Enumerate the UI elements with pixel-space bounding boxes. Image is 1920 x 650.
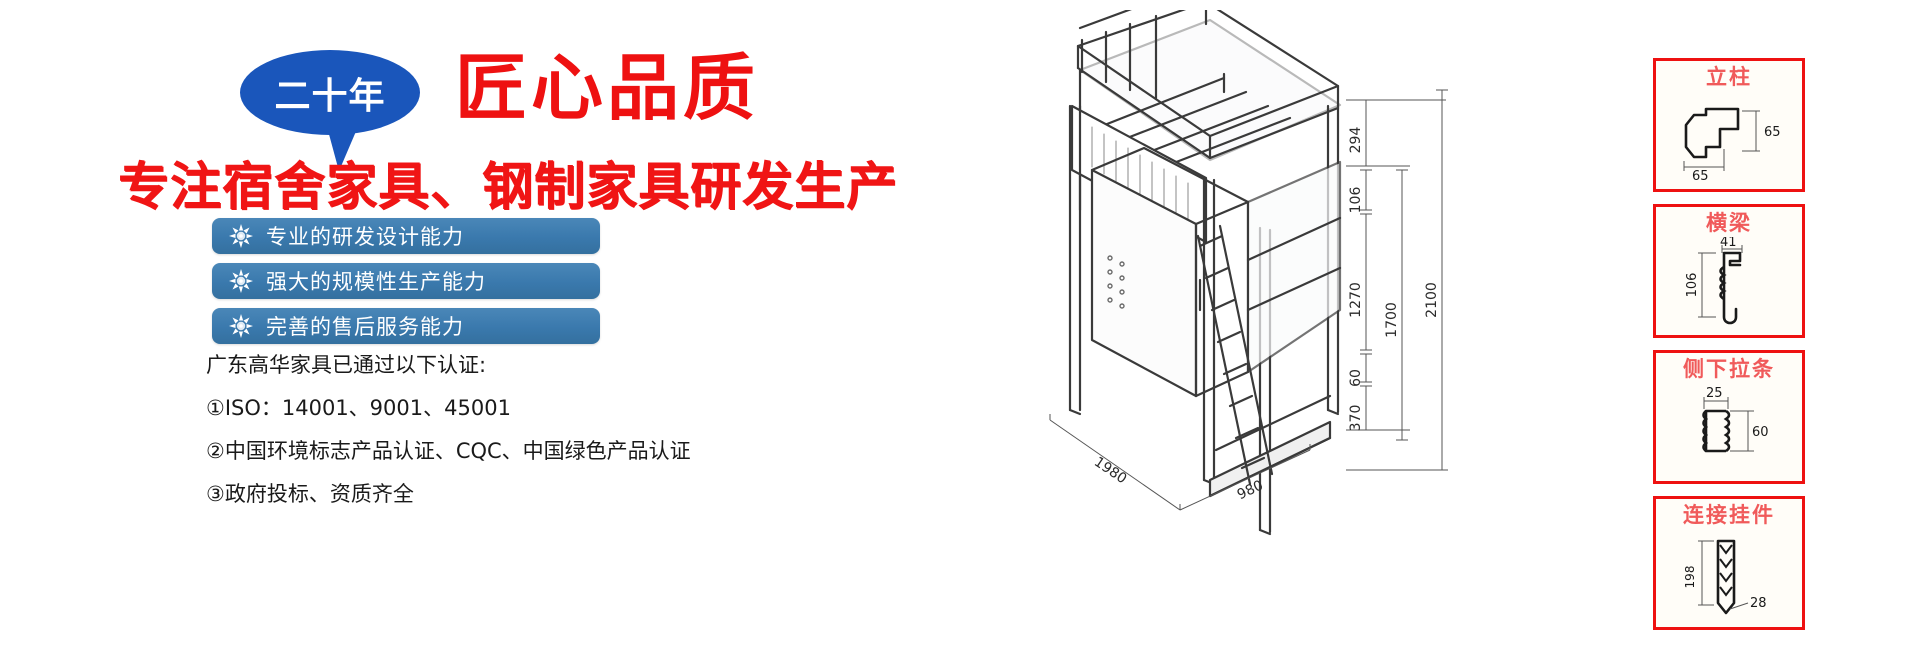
spec-dim-bottom: 65: [1692, 169, 1709, 183]
spec-profile-beam: 41 106: [1656, 237, 1802, 333]
certification-intro: 广东高华家具已通过以下认证:: [206, 353, 487, 377]
years-badge: 二十年: [240, 50, 420, 173]
certification-list: 广东高华家具已通过以下认证: ①ISO：14001、9001、45001 ②中国…: [206, 355, 691, 527]
spec-box-list: 立柱 65 65 横梁: [1653, 58, 1805, 642]
spec-dim-left: 198: [1683, 566, 1697, 589]
dim-106: 106: [1348, 187, 1364, 214]
spec-beam: 横梁 41 106: [1653, 204, 1805, 338]
spec-dim-top: 41: [1720, 237, 1737, 250]
page-title: 匠心品质: [455, 46, 760, 130]
spec-title: 横梁: [1706, 210, 1752, 235]
dim-1980: 1980: [1091, 454, 1129, 487]
dim-294: 294: [1348, 127, 1364, 154]
flower-icon: [228, 313, 254, 339]
dim-1270: 1270: [1348, 282, 1364, 318]
feature-item-label: 强大的规模性生产能力: [266, 270, 486, 294]
certification-line-1: ①ISO：14001、9001、45001: [206, 396, 511, 420]
certification-line-3: ③政府投标、资质齐全: [206, 482, 414, 506]
subtitle: 专注宿舍家具、钢制家具研发生产: [118, 158, 899, 217]
spec-title: 侧下拉条: [1683, 356, 1775, 381]
spec-side-brace: 侧下拉条 25 60: [1653, 350, 1805, 484]
feature-item-label: 完善的售后服务能力: [266, 315, 464, 339]
bunk-bed-technical-drawing: 294 106 1270 60 370 1700 2100 1980 980: [1010, 10, 1630, 640]
flower-icon: [228, 223, 254, 249]
feature-item-2[interactable]: 完善的售后服务能力: [212, 308, 600, 344]
feature-item-0[interactable]: 专业的研发设计能力: [212, 218, 600, 254]
dim-60: 60: [1348, 369, 1364, 387]
feature-item-label: 专业的研发设计能力: [266, 225, 464, 249]
flower-icon: [228, 268, 254, 294]
spec-profile-side-brace: 25 60: [1656, 383, 1802, 479]
dim-2100: 2100: [1424, 282, 1440, 318]
dim-370: 370: [1348, 405, 1364, 432]
spec-dim-bottom: 28: [1750, 596, 1767, 611]
spec-dim-right: 65: [1764, 125, 1781, 140]
dim-1700: 1700: [1384, 302, 1400, 338]
spec-dim-right: 60: [1752, 425, 1769, 440]
spec-dim-left: 106: [1685, 273, 1700, 298]
spec-column: 立柱 65 65: [1653, 58, 1805, 192]
speech-bubble-body: [240, 50, 420, 135]
spec-title: 立柱: [1706, 64, 1752, 89]
certification-line-2: ②中国环境标志产品认证、CQC、中国绿色产品认证: [206, 439, 691, 463]
spec-connector: 连接挂件 198 28: [1653, 496, 1805, 630]
feature-item-1[interactable]: 强大的规模性生产能力: [212, 263, 600, 299]
spec-dim-top: 25: [1706, 386, 1723, 401]
spec-title: 连接挂件: [1683, 502, 1775, 527]
years-badge-label: 二十年: [274, 75, 386, 117]
spec-profile-connector: 198 28: [1656, 529, 1802, 625]
feature-list: 专业的研发设计能力: [212, 218, 600, 353]
left-text-block: 二十年 匠心品质 专注宿舍家具、钢制家具研发生产: [118, 46, 899, 527]
spec-profile-column: 65 65: [1656, 91, 1802, 187]
